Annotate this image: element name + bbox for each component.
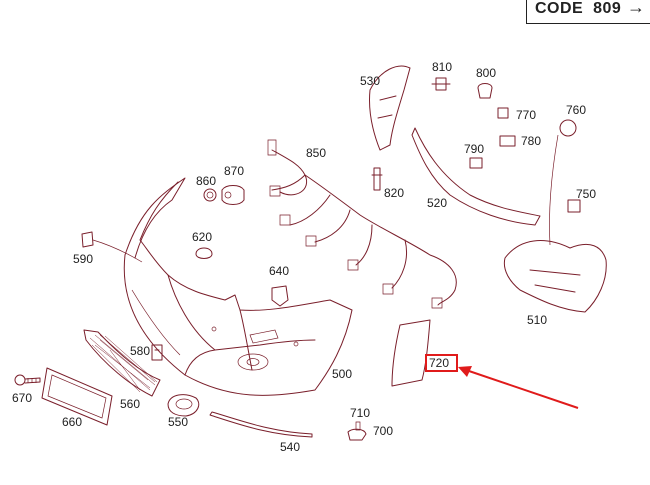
license-plate-holder-shape [41, 367, 113, 426]
bracket-520-shape [411, 127, 541, 226]
label-700: 700 [373, 424, 393, 438]
wiring-harness-shape [267, 139, 457, 309]
label-810: 810 [432, 60, 452, 74]
highlight-arrow-head-icon [458, 366, 472, 377]
right-arrow-icon: → [627, 0, 645, 17]
label-530: 530 [360, 74, 380, 88]
leader-760-510 [549, 134, 559, 246]
label-750: 750 [576, 187, 596, 201]
clip-640-shape [271, 285, 289, 307]
reflector-720-shape [391, 319, 431, 387]
clip-590-shape [81, 231, 143, 263]
label-760: 760 [566, 103, 586, 117]
code-number: 809 [593, 0, 622, 17]
label-790: 790 [464, 142, 484, 156]
lower-grille-shape [83, 329, 161, 397]
highlight-box [425, 354, 458, 372]
bracket-510-shape [503, 240, 607, 313]
bracket-530-shape [369, 65, 411, 151]
fog-lamp-trim-shape [167, 394, 200, 417]
label-850: 850 [306, 146, 326, 160]
label-560: 560 [120, 397, 140, 411]
clip-700-shape [347, 421, 367, 441]
small-fasteners-shape [431, 77, 581, 213]
label-660: 660 [62, 415, 82, 429]
label-860: 860 [196, 174, 216, 188]
code-box: CODE 809 → [526, 0, 650, 24]
fastener-820-shape [371, 167, 383, 191]
highlight-arrow-line [465, 369, 579, 409]
label-580: 580 [130, 344, 150, 358]
label-550: 550 [168, 415, 188, 429]
trim-strip-shape [209, 411, 313, 438]
bracket-580-shape [151, 344, 163, 361]
bumper-cover-shape [123, 177, 353, 396]
label-820: 820 [384, 186, 404, 200]
label-670: 670 [12, 391, 32, 405]
label-510: 510 [527, 313, 547, 327]
label-500: 500 [332, 367, 352, 381]
label-870: 870 [224, 164, 244, 178]
parking-sensor-shape [203, 185, 245, 205]
bolt-670-shape [14, 374, 41, 386]
label-770: 770 [516, 108, 536, 122]
label-800: 800 [476, 66, 496, 80]
label-780: 780 [521, 134, 541, 148]
label-540: 540 [280, 440, 300, 454]
cap-620-shape [195, 247, 213, 259]
label-640: 640 [269, 264, 289, 278]
label-710: 710 [350, 406, 370, 420]
label-720: 720 [429, 356, 449, 370]
label-590: 590 [73, 252, 93, 266]
label-520: 520 [427, 196, 447, 210]
code-label: CODE 809 [535, 0, 622, 17]
label-620: 620 [192, 230, 212, 244]
